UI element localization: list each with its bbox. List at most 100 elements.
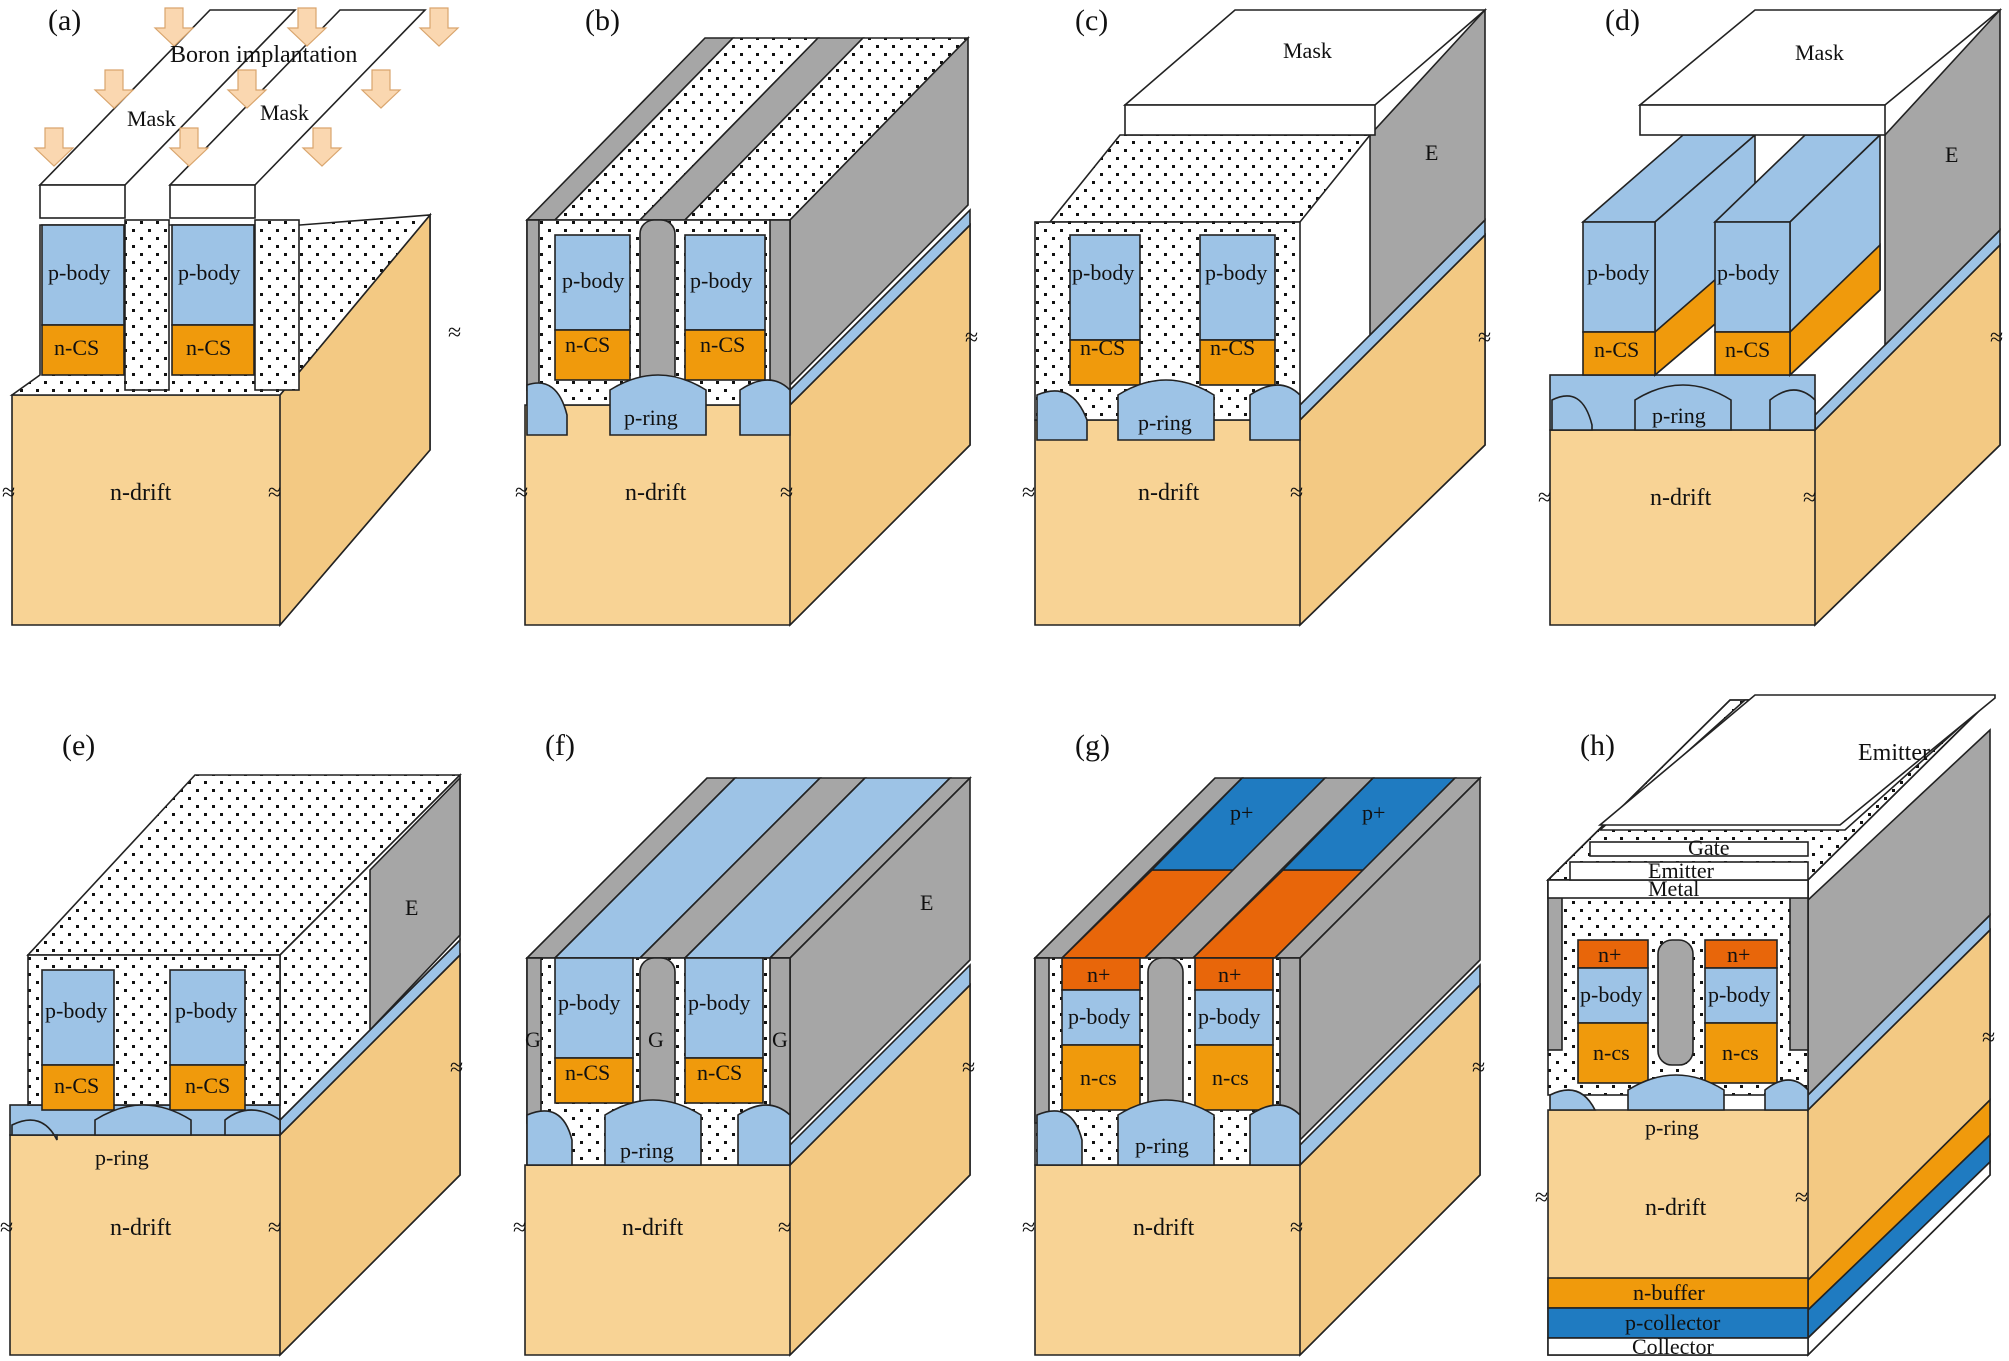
p-body-label: p-body bbox=[1580, 982, 1642, 1007]
p-ring-region bbox=[11, 1119, 58, 1141]
mask-label: Mask bbox=[1795, 40, 1844, 65]
p-body-label: p-body bbox=[1587, 260, 1649, 285]
p-ring-label: p-ring bbox=[1138, 410, 1192, 435]
break-mark: ≈ bbox=[450, 1055, 463, 1081]
n-cs-label: n-CS bbox=[700, 332, 745, 357]
n-cs-label: n-CS bbox=[54, 335, 99, 360]
poly-side bbox=[1884, 7, 2001, 347]
p-body-region bbox=[684, 234, 766, 331]
p-body-region bbox=[1582, 221, 1656, 333]
mask-front bbox=[1124, 104, 1376, 136]
panel-a-caption: (a) bbox=[48, 4, 81, 37]
p-body-label: p-body bbox=[690, 268, 752, 293]
n-drift-label: n-drift bbox=[110, 480, 172, 506]
p-body-region bbox=[1199, 234, 1276, 341]
gate-poly bbox=[1034, 957, 1050, 1124]
oxide-top bbox=[1048, 134, 1372, 223]
collector-label: Collector bbox=[1632, 1334, 1715, 1359]
p-body-label: p-body bbox=[1072, 260, 1134, 285]
gate-poly bbox=[1147, 957, 1184, 1124]
p-ring-region bbox=[224, 1109, 281, 1136]
mask-front bbox=[39, 184, 126, 219]
n-cs-region bbox=[171, 324, 255, 376]
gate-label: G bbox=[772, 1027, 788, 1052]
n-cs-label: n-cs bbox=[1080, 1065, 1117, 1090]
emitter-top-plate bbox=[1597, 694, 1996, 826]
break-mark: ≈ bbox=[1022, 480, 1035, 506]
p-ring-region bbox=[604, 1099, 702, 1166]
p-ring-region bbox=[526, 382, 568, 436]
n-cs-region bbox=[554, 329, 631, 381]
n-buffer-label: n-buffer bbox=[1633, 1280, 1705, 1305]
p-ring-label: p-ring bbox=[1645, 1115, 1699, 1140]
n-buffer-layer bbox=[1547, 1277, 1809, 1309]
break-mark: ≈ bbox=[2, 480, 15, 506]
p-body-label: p-body bbox=[1708, 982, 1770, 1007]
p-body-label: p-body bbox=[45, 998, 107, 1023]
panel-c-caption: (c) bbox=[1075, 4, 1108, 37]
metal-layer-label: Metal bbox=[1648, 876, 1699, 901]
mask-label: Mask bbox=[127, 106, 176, 131]
arrow-down-icon bbox=[360, 69, 402, 109]
n-cs-label: n-CS bbox=[697, 1060, 742, 1085]
mask-front bbox=[169, 184, 256, 219]
n-drift-label: n-drift bbox=[1133, 1215, 1195, 1241]
break-mark: ≈ bbox=[1990, 325, 2003, 351]
n-cs-region bbox=[41, 324, 125, 376]
n-drift-label: n-drift bbox=[622, 1215, 684, 1241]
n-cs-label: n-CS bbox=[1210, 335, 1255, 360]
p-ring-label: p-ring bbox=[620, 1138, 674, 1163]
gate-poly bbox=[1789, 879, 1809, 1051]
n-drift-label: n-drift bbox=[1645, 1195, 1707, 1221]
n-cs-label: n-CS bbox=[54, 1073, 99, 1098]
collector-layer bbox=[1547, 1337, 1809, 1356]
break-mark: ≈ bbox=[1022, 1215, 1035, 1241]
p-ring-region bbox=[1249, 384, 1301, 441]
n-cs-label: n-CS bbox=[185, 1073, 230, 1098]
break-mark: ≈ bbox=[268, 1215, 281, 1241]
panel-h-caption: (h) bbox=[1580, 729, 1615, 762]
gate-label: G bbox=[525, 1027, 541, 1052]
emitter-side-label: E bbox=[1425, 140, 1438, 165]
break-mark: ≈ bbox=[268, 480, 281, 506]
p-ring-region bbox=[1769, 389, 1816, 431]
arrow-down-icon bbox=[301, 127, 343, 167]
n-cs-label: n-CS bbox=[186, 335, 231, 360]
emitter-side-label: E bbox=[1945, 142, 1958, 167]
p-body-label: p-body bbox=[558, 990, 620, 1015]
gate-poly bbox=[769, 219, 791, 391]
boron-implantation-label: Boron implantation bbox=[170, 42, 357, 68]
p-body-region bbox=[1714, 221, 1791, 333]
n-cs-region bbox=[1704, 1022, 1778, 1084]
p-ring-region bbox=[1764, 1079, 1809, 1111]
p-ring-region bbox=[1036, 390, 1088, 441]
break-mark: ≈ bbox=[1290, 1215, 1303, 1241]
p-body-region bbox=[1061, 989, 1141, 1046]
p-ring-region bbox=[1627, 1074, 1725, 1111]
break-mark: ≈ bbox=[1472, 1055, 1485, 1081]
break-mark: ≈ bbox=[780, 480, 793, 506]
arrow-down-icon bbox=[286, 7, 328, 47]
n-cs-region bbox=[1199, 339, 1276, 386]
gate-layer-label: Gate bbox=[1688, 835, 1730, 860]
p-body-region bbox=[1194, 989, 1274, 1046]
panel-f: (f) E G G G p-body p-body n-CS n-CS p-ri… bbox=[513, 729, 975, 1357]
panel-b: (b) p-body p-body n-CS n-CS p-ring n-dri… bbox=[515, 4, 978, 627]
panel-e-caption: (e) bbox=[62, 729, 95, 762]
n-plus-region bbox=[1577, 939, 1649, 969]
arrow-down-icon bbox=[33, 127, 75, 167]
break-mark: ≈ bbox=[1982, 1025, 1995, 1051]
p-body-label: p-body bbox=[1068, 1004, 1130, 1029]
p-ring-region bbox=[1549, 1089, 1597, 1111]
mask-label: Mask bbox=[1283, 38, 1332, 63]
n-cs-label: n-CS bbox=[1725, 337, 1770, 362]
p-ring-region bbox=[1634, 384, 1732, 431]
n-drift-label: n-drift bbox=[1650, 485, 1712, 511]
p-ring-region bbox=[739, 379, 791, 436]
emitter-label: Emitter bbox=[1858, 740, 1930, 766]
break-mark: ≈ bbox=[1535, 1185, 1548, 1211]
n-cs-label: n-CS bbox=[565, 1060, 610, 1085]
p-ring-region bbox=[737, 1104, 791, 1166]
poly-side bbox=[369, 776, 461, 1033]
